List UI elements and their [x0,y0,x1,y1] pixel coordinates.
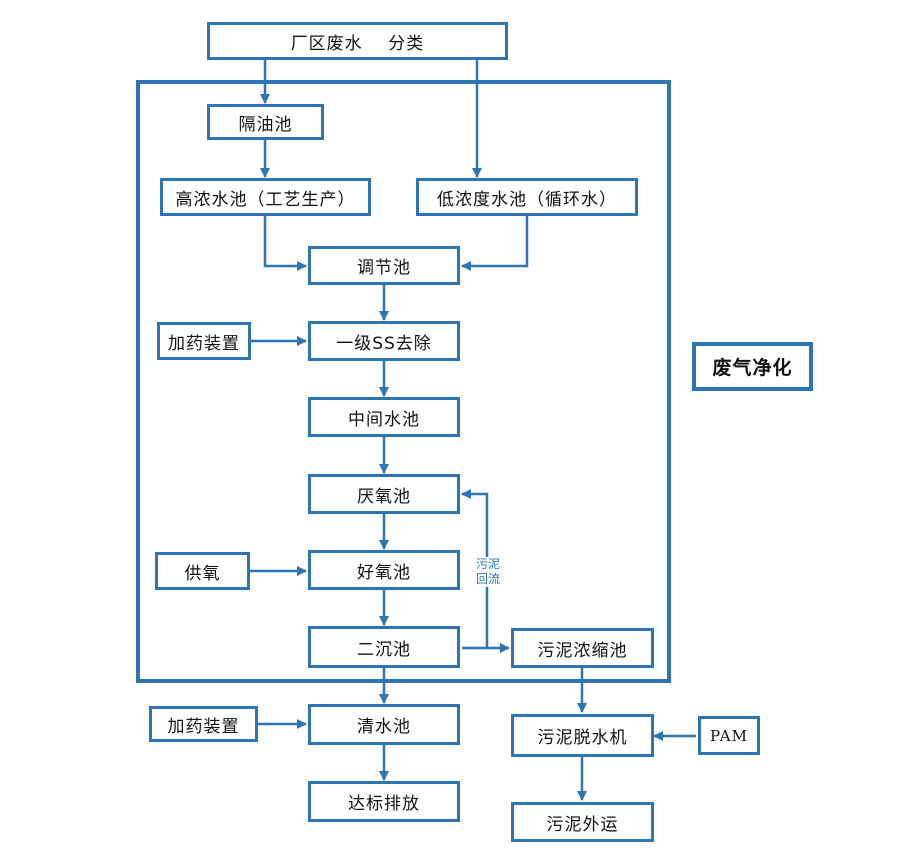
node-regulating-label: 调节池 [357,258,411,278]
node-sludge-thickener: 污泥浓缩池 [511,628,654,668]
node-low-conc: 低浓度水池（循环水） [416,178,638,216]
node-oil-separator: 隔油池 [207,104,324,140]
node-clear-water-label: 清水池 [357,717,411,737]
node-sludge-dewatering-label: 污泥脱水机 [537,728,628,748]
node-source-label: 厂区废水 分类 [290,33,425,54]
node-oil-separator-label: 隔油池 [238,114,293,135]
node-sludge-dewatering: 污泥脱水机 [511,714,654,757]
node-dosing-1: 加药装置 [157,322,251,360]
node-discharge: 达标排放 [308,781,460,822]
node-dosing-1-label: 加药装置 [168,333,240,354]
node-aerobic: 好氧池 [308,550,460,590]
arrow-high-conc-to-regulating [263,216,307,271]
node-primary-ss: 一级SS去除 [308,321,460,361]
node-pam: PAM [698,716,760,755]
arrow-sludge-return [461,489,489,648]
node-sludge-out-label: 污泥外运 [546,814,619,835]
treatment-area-frame [136,80,671,683]
node-clear-water: 清水池 [308,704,460,745]
node-primary-ss-label: 一级SS去除 [336,333,432,354]
node-low-conc-label: 低浓度水池（循环水） [437,189,617,210]
node-dosing-2-label: 加药装置 [167,716,240,737]
node-dosing-2: 加药装置 [149,706,258,742]
node-intermediate-label: 中间水池 [348,409,420,430]
node-high-conc-label: 高浓水池（工艺生产） [175,189,356,210]
arrow-low-conc-to-regulating [461,216,529,271]
node-discharge-label: 达标排放 [348,794,420,814]
node-high-conc: 高浓水池（工艺生产） [160,178,371,216]
node-anaerobic-label: 厌氧池 [357,486,411,507]
node-source: 厂区废水 分类 [207,22,508,60]
node-secondary-clarifier-label: 二沉池 [357,639,411,660]
sludge-return-note-line2: 回流 [475,572,500,586]
node-waste-gas: 废气净化 [692,342,813,391]
node-intermediate: 中间水池 [308,397,460,437]
sludge-return-note-line1: 污泥 [475,557,500,571]
node-waste-gas-label: 废气净化 [712,357,793,379]
node-sludge-thickener-label: 污泥浓缩池 [537,640,628,661]
node-secondary-clarifier: 二沉池 [308,626,460,668]
node-aerobic-label: 好氧池 [357,562,411,583]
node-anaerobic: 厌氧池 [308,474,460,514]
sludge-return-note: 污泥 回流 [471,557,505,587]
node-pam-label: PAM [710,726,748,745]
node-oxygen-supply-label: 供氧 [184,563,221,584]
node-sludge-out: 污泥外运 [511,802,654,842]
node-regulating: 调节池 [308,246,460,285]
node-oxygen-supply: 供氧 [155,552,250,590]
